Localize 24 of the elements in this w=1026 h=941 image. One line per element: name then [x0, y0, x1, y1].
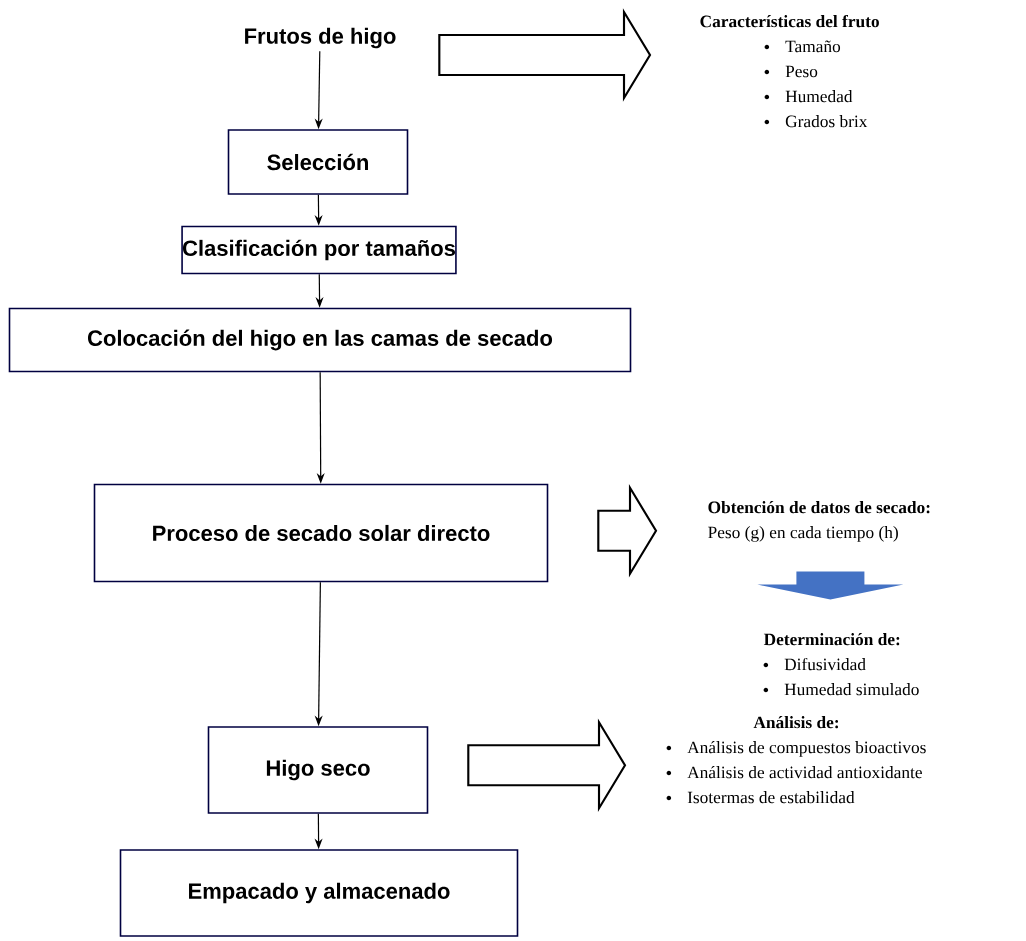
- list-item: Análisis de actividad antioxidante: [687, 766, 922, 779]
- process-box: Colocación del higo en las camas de secado: [8, 307, 632, 373]
- process-box: Selección: [227, 129, 409, 195]
- list-item: Tamaño: [785, 40, 841, 53]
- list-item: Isotermas de estabilidad: [687, 791, 855, 804]
- process-box: Higo seco: [207, 726, 429, 814]
- body-text: Peso (g) en cada tiempo (h): [708, 526, 898, 542]
- block-arrow: [438, 8, 652, 102]
- heading-text: Análisis de:: [753, 716, 839, 729]
- heading-text: Obtención de datos de secado:: [708, 501, 930, 514]
- process-box: Clasificación por tamaños: [181, 225, 457, 275]
- list-item: Difusividad: [784, 657, 866, 671]
- heading-text: Determinación de:: [763, 633, 900, 646]
- list-item: Análisis de compuestos bioactivos: [687, 741, 926, 757]
- block-arrow: [597, 483, 658, 578]
- heading-text: Frutos de higo: [245, 27, 396, 49]
- process-box: Empacado y almacenado: [119, 849, 519, 937]
- list-item: Humedad simulado: [784, 683, 919, 696]
- list-item: Humedad: [785, 90, 853, 103]
- process-box: Proceso de secado solar directo: [93, 483, 549, 583]
- list-item: Peso: [785, 65, 818, 78]
- heading-text: Características del fruto: [700, 14, 879, 28]
- block-arrow: [467, 718, 627, 813]
- list-item: Grados brix: [785, 115, 868, 128]
